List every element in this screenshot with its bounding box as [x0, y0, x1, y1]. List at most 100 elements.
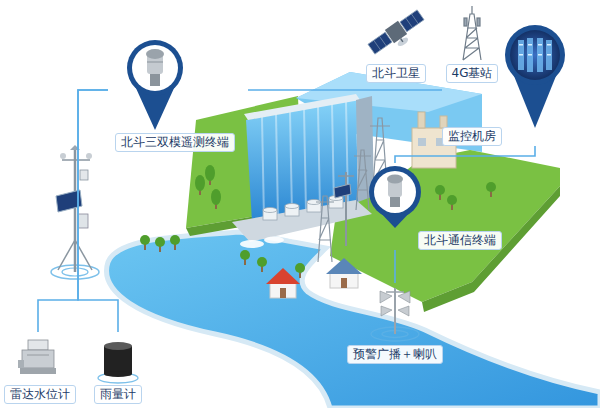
- weather-station: [58, 240, 75, 270]
- telemetry-pin: [127, 40, 183, 130]
- houses: [326, 258, 362, 274]
- telemetry-terminal: 北斗三双模遥测终端: [108, 38, 248, 152]
- dam: [290, 112, 292, 215]
- dam: [244, 94, 360, 120]
- connector-line: [395, 146, 535, 163]
- telemetry-pin: [127, 40, 183, 96]
- warning-broadcast: [398, 291, 410, 303]
- control-room-pin: [519, 44, 523, 46]
- dam-station: [345, 172, 347, 246]
- rain-gauge-node: 雨量计: [94, 332, 142, 404]
- control-room-pin: [528, 44, 532, 46]
- dam: [285, 204, 299, 209]
- dam: [240, 240, 264, 248]
- satellite-node: 北斗卫星: [366, 4, 426, 83]
- node-label: 雨量计: [94, 385, 142, 404]
- dam: [286, 233, 306, 240]
- node-label: 4G基站: [446, 64, 499, 83]
- weather-station: [51, 145, 99, 279]
- radar-level-meter: [18, 340, 56, 374]
- comm-terminal-pin: [387, 175, 403, 184]
- satellite-icon: [400, 10, 424, 32]
- satellite-icon: [396, 36, 409, 48]
- warning-broadcast: [381, 306, 392, 316]
- warning-broadcast: [386, 291, 404, 293]
- comm-terminal-node: 北斗通信终端: [365, 163, 502, 250]
- dam: [232, 200, 372, 242]
- dam: [262, 117, 264, 220]
- node-label: 北斗通信终端: [418, 231, 502, 250]
- trees: [257, 257, 267, 267]
- houses: [330, 272, 358, 288]
- connector-line: [248, 89, 442, 91]
- dam: [246, 100, 358, 222]
- 4g-tower-icon: [477, 18, 480, 26]
- dam: [240, 233, 306, 249]
- trees: [240, 250, 250, 260]
- dam-station: [338, 175, 354, 177]
- dam-station: [334, 172, 354, 246]
- base-station-node: 4G基站: [446, 4, 499, 83]
- rain-gauge: [104, 342, 132, 350]
- satellite-icon: [367, 8, 429, 61]
- dam: [264, 237, 284, 244]
- trees: [295, 263, 305, 273]
- warning-broadcast: [398, 306, 409, 316]
- dam: [262, 102, 348, 220]
- factory: [418, 112, 425, 128]
- weather-station: [80, 170, 88, 180]
- trees: [140, 235, 150, 245]
- right-bank: [330, 150, 560, 312]
- connector-line: [78, 90, 118, 332]
- control-room-pin: [519, 54, 523, 56]
- control-room-pin: [537, 38, 543, 72]
- dam-station: [334, 184, 351, 198]
- radar-level-meter: [22, 350, 54, 368]
- comm-terminal-pin: [374, 171, 416, 213]
- node-label: 北斗三双模遥测终端: [115, 133, 235, 152]
- satellite-icon: [368, 32, 392, 54]
- telemetry-pin: [147, 62, 163, 63]
- trees: [195, 175, 205, 191]
- comm-terminal-pin: [369, 166, 421, 228]
- trees: [144, 178, 492, 278]
- trees: [155, 237, 165, 247]
- trees: [140, 165, 496, 278]
- control-room-pin: [505, 25, 565, 85]
- weather-station: [74, 150, 77, 272]
- 4g-tower-icon: [471, 6, 472, 14]
- radar-level-meter: [28, 340, 48, 350]
- node-label: 监控机房: [442, 127, 502, 146]
- trees: [447, 195, 457, 205]
- dam: [276, 114, 278, 217]
- node-label: 雷达水位计: [4, 385, 76, 404]
- control-room-pin: [518, 40, 524, 70]
- control-room-pin: [538, 54, 542, 56]
- weather-station: [62, 159, 90, 161]
- houses: [341, 278, 347, 288]
- control-room-pin: [510, 30, 560, 80]
- telemetry-pin: [132, 45, 178, 91]
- factory: [418, 138, 426, 146]
- dam: [318, 107, 320, 210]
- telemetry-pin: [150, 74, 160, 86]
- dam: [263, 196, 343, 221]
- comm-terminal-pin: [390, 197, 400, 207]
- radar-level-meter: [18, 360, 24, 368]
- control-room-pin: [528, 54, 532, 56]
- trees: [170, 235, 180, 245]
- control-room-pin: [547, 44, 551, 46]
- trees: [435, 185, 445, 195]
- control-room-pin: [527, 38, 533, 72]
- power-towers: [354, 150, 371, 210]
- connector-line: [38, 90, 108, 332]
- houses: [270, 282, 296, 298]
- satellite-icon: [374, 14, 419, 50]
- dam: [332, 104, 334, 207]
- weather-station: [60, 153, 66, 159]
- 4g-tower-icon: [463, 6, 481, 60]
- warning-broadcast: [394, 288, 396, 334]
- control-room-pin: [519, 44, 551, 56]
